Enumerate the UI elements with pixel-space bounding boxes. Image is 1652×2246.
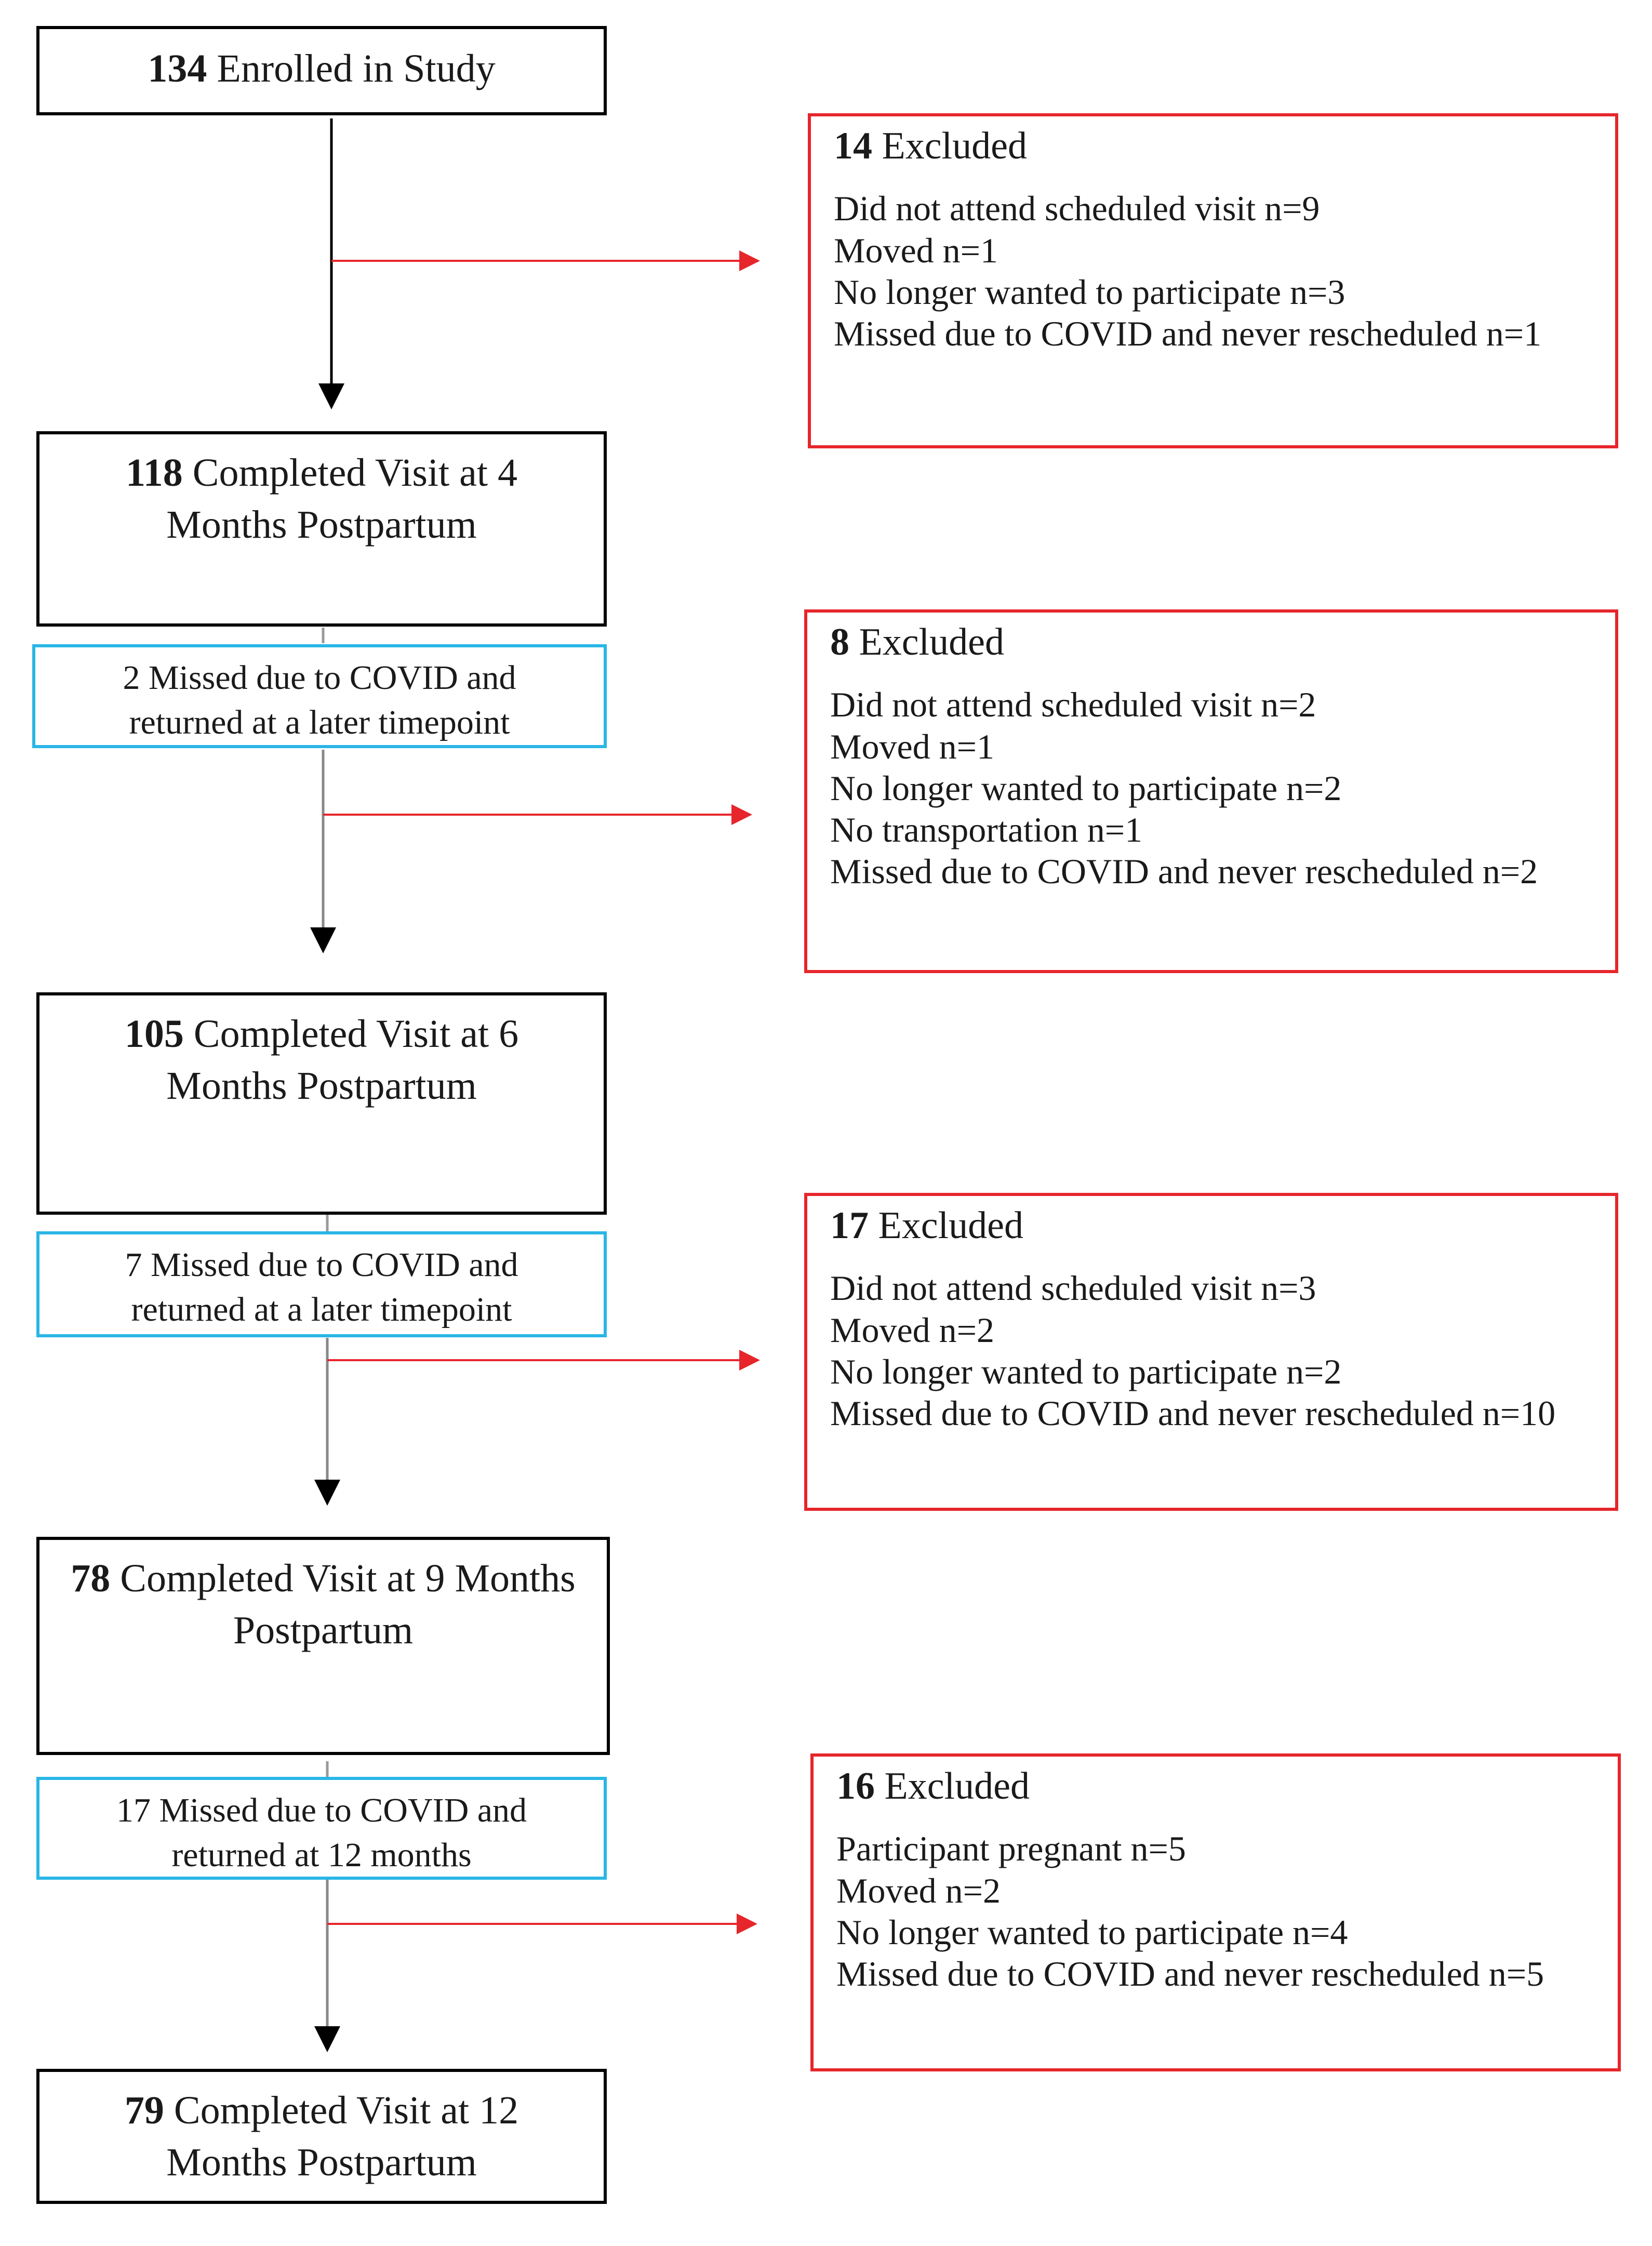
excluded-box-1: 14 Excluded Did not attend scheduled vis… bbox=[808, 113, 1618, 448]
transition-text: 7 Missed due to COVID and returned at a … bbox=[125, 1246, 518, 1328]
excluded-box-4: 16 Excluded Participant pregnant n=5 Mov… bbox=[810, 1753, 1621, 2071]
excluded-count: 17 bbox=[830, 1204, 869, 1247]
excluded-label: Excluded bbox=[859, 621, 1004, 663]
excluded-label: Excluded bbox=[884, 1765, 1030, 1808]
excluded-reason: Did not attend scheduled visit n=9 bbox=[834, 189, 1320, 229]
excluded-count: 14 bbox=[834, 125, 872, 167]
stage-6-months-box: 105 Completed Visit at 6 Months Postpart… bbox=[36, 992, 607, 1215]
excluded-reason: No longer wanted to participate n=2 bbox=[830, 768, 1342, 808]
excluded-reason: Missed due to COVID and never reschedule… bbox=[830, 852, 1538, 892]
stage-12-months-box: 79 Completed Visit at 12 Months Postpart… bbox=[36, 2069, 607, 2204]
excluded-reason: Participant pregnant n=5 bbox=[836, 1829, 1186, 1869]
stage-label: Completed Visit at 6 Months Postpartum bbox=[166, 1012, 519, 1108]
stage-count: 79 bbox=[124, 2089, 164, 2132]
stage-count: 134 bbox=[148, 47, 207, 90]
excluded-reason: Missed due to COVID and never reschedule… bbox=[830, 1393, 1556, 1433]
transition-box-3: 17 Missed due to COVID and returned at 1… bbox=[36, 1777, 607, 1880]
excluded-count: 8 bbox=[830, 621, 849, 663]
excluded-box-2: 8 Excluded Did not attend scheduled visi… bbox=[804, 609, 1618, 973]
stage-label: Completed Visit at 4 Months Postpartum bbox=[166, 451, 518, 547]
stage-count: 105 bbox=[124, 1012, 184, 1056]
stage-label: Completed Visit at 12 Months Postpartum bbox=[166, 2089, 519, 2185]
excluded-count: 16 bbox=[836, 1765, 875, 1808]
excluded-reason: No longer wanted to participate n=4 bbox=[836, 1912, 1348, 1952]
stage-label: Completed Visit at 9 Months Postpartum bbox=[120, 1557, 576, 1653]
stage-4-months-box: 118 Completed Visit at 4 Months Postpart… bbox=[36, 431, 607, 627]
transition-box-2: 7 Missed due to COVID and returned at a … bbox=[36, 1231, 607, 1337]
stage-count: 78 bbox=[71, 1557, 111, 1600]
excluded-label: Excluded bbox=[882, 125, 1027, 167]
excluded-reason: No longer wanted to participate n=3 bbox=[834, 272, 1345, 312]
excluded-reason: No longer wanted to participate n=2 bbox=[830, 1351, 1342, 1391]
excluded-reason: Moved n=1 bbox=[834, 230, 998, 270]
excluded-reason: Moved n=1 bbox=[830, 726, 994, 766]
excluded-reason: Did not attend scheduled visit n=3 bbox=[830, 1268, 1316, 1308]
excluded-label: Excluded bbox=[878, 1204, 1023, 1247]
excluded-reason: Moved n=2 bbox=[830, 1310, 994, 1350]
transition-box-1: 2 Missed due to COVID and returned at a … bbox=[32, 644, 607, 748]
stage-9-months-box: 78 Completed Visit at 9 Months Postpartu… bbox=[36, 1537, 610, 1755]
excluded-box-3: 17 Excluded Did not attend scheduled vis… bbox=[804, 1193, 1618, 1511]
stage-enrolled-box: 134 Enrolled in Study bbox=[36, 26, 607, 115]
stage-count: 118 bbox=[125, 451, 183, 495]
excluded-reason: Did not attend scheduled visit n=2 bbox=[830, 685, 1316, 725]
excluded-title: 8 Excluded bbox=[830, 620, 1615, 665]
stage-label: Enrolled in Study bbox=[217, 47, 496, 90]
excluded-title: 16 Excluded bbox=[836, 1764, 1618, 1809]
excluded-reason: Missed due to COVID and never reschedule… bbox=[836, 1954, 1544, 1994]
excluded-reason: No transportation n=1 bbox=[830, 810, 1143, 850]
excluded-reason: Missed due to COVID and never reschedule… bbox=[834, 314, 1542, 354]
excluded-title: 14 Excluded bbox=[834, 124, 1615, 169]
excluded-reason: Moved n=2 bbox=[836, 1870, 1001, 1910]
transition-text: 2 Missed due to COVID and returned at a … bbox=[123, 659, 516, 741]
transition-text: 17 Missed due to COVID and returned at 1… bbox=[116, 1791, 527, 1874]
excluded-title: 17 Excluded bbox=[830, 1203, 1615, 1248]
